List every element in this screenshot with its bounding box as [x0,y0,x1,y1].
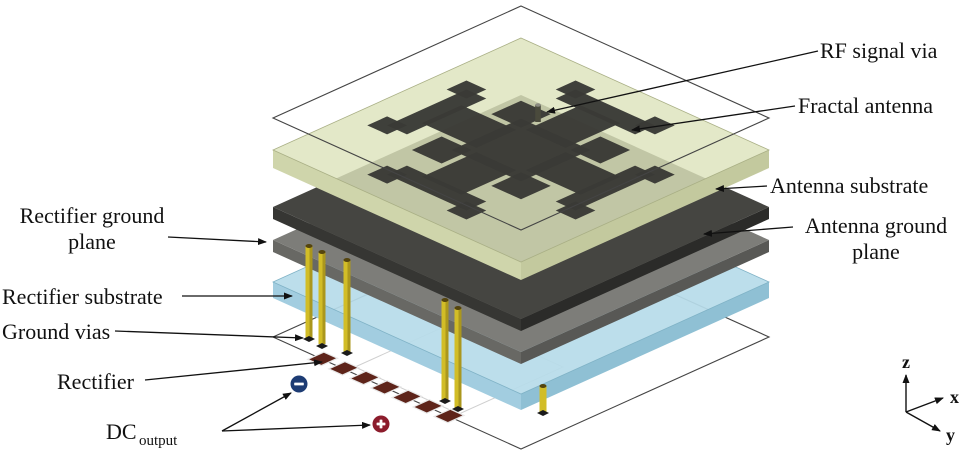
plus-icon [379,419,383,429]
antenna-substrate-layer [272,37,770,280]
via-pad [439,398,451,404]
label-antenna-substrate: Antenna substrate [770,173,928,198]
antenna-ground-side-se [521,207,769,331]
antenna-substrate-side-se [521,150,769,280]
label-dc-output-prefix: DC [106,419,137,444]
minus-icon [294,382,304,386]
rectifier-substrate-side-se [521,282,769,410]
ground-via [439,298,451,404]
arrow-dc-output-negative [221,392,292,432]
label-rf-signal-via: RF signal via [820,38,938,63]
ground-via [303,244,315,342]
arrow-dc-output-positive [221,421,371,432]
arrow-antenna-ground-plane [703,226,794,237]
ground-via [537,384,549,416]
axis-y [905,411,941,432]
label-rectifier-ground-plane-line1: Rectifier ground [20,203,165,228]
arrow-antenna-substrate [715,185,768,193]
label-antenna-ground-plane-line1: Antenna ground [805,213,947,238]
arrow-rectifier-ground-plane [167,236,267,246]
rectifier-component [390,389,424,405]
annotation-labels: RF signal via Fractal antenna Antenna su… [2,38,947,449]
ground-via [341,258,353,356]
rectifier-component [411,399,445,414]
rectifier-component [327,360,361,376]
label-ground-vias: Ground vias [2,319,110,344]
rectifier-ground-side-se [521,240,769,364]
arrow-ground-vias [114,330,304,342]
label-dc-output-subscript: output [139,433,178,449]
dc-positive-terminal [372,415,390,433]
rectifier-component [348,370,382,386]
via-pad [303,336,315,342]
label-rectifier-substrate: Rectifier substrate [2,284,163,309]
label-rectifier: Rectifier [57,369,135,394]
annotation-arrows [114,50,819,432]
label-rectifier-ground-plane-line2: plane [68,229,116,254]
arrow-rectifier [144,359,323,381]
axis-z-label: z [902,352,910,372]
rectifier-component [369,380,403,395]
via-pad [316,343,328,349]
axis-y-label: y [946,425,955,445]
dc-negative-terminal [290,375,308,393]
rectifier-component [432,408,466,424]
label-fractal-antenna: Fractal antenna [798,93,933,118]
fractal-antenna-patch [367,80,675,220]
arrow-rf-signal-via [546,50,819,114]
axis-x [905,397,944,413]
ground-vias [303,244,549,416]
ground-via [316,250,328,349]
arrow-fractal-antenna [631,105,796,133]
axis-x-label: x [950,387,959,407]
via-pad [452,406,464,412]
antenna-substrate-side-sw [273,150,521,280]
antenna-ground-side-sw [273,207,521,331]
bottom-boundary-box [271,224,771,450]
ground-via [452,306,464,412]
label-antenna-ground-plane-line2: plane [852,239,900,264]
via-pad [537,410,549,416]
coordinate-axes: z x y [902,352,959,445]
via-pad [341,350,353,356]
rectifier-components [306,351,466,424]
rf-signal-via [535,103,541,122]
